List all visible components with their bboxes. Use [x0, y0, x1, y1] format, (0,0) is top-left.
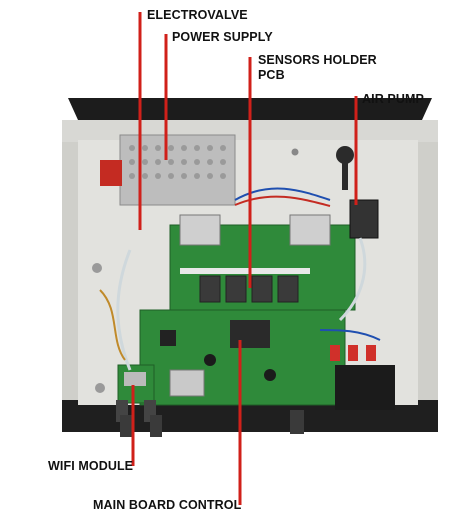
main-control-board — [139, 309, 346, 406]
air-pump — [336, 146, 379, 239]
sensors-holder-pcb — [169, 214, 356, 311]
label-wifi-module: WIFI MODULE — [48, 459, 134, 473]
label-power-supply: POWER SUPPLY — [172, 30, 273, 44]
air-tubes — [116, 237, 367, 371]
label-sensors-holder-pcb: PCB — [258, 68, 285, 82]
label-main-board-control: MAIN BOARD CONTROL — [93, 498, 242, 512]
bottom-connectors — [120, 410, 304, 437]
callout-lines — [131, 12, 358, 505]
wires — [99, 187, 381, 361]
wifi-module — [116, 364, 156, 422]
label-sensors-holder: SENSORS HOLDER — [258, 53, 377, 67]
label-air-pump: AIR PUMP — [362, 92, 424, 106]
power-inlet — [330, 345, 395, 410]
label-electrovalve: ELECTROVALVE — [147, 8, 248, 22]
